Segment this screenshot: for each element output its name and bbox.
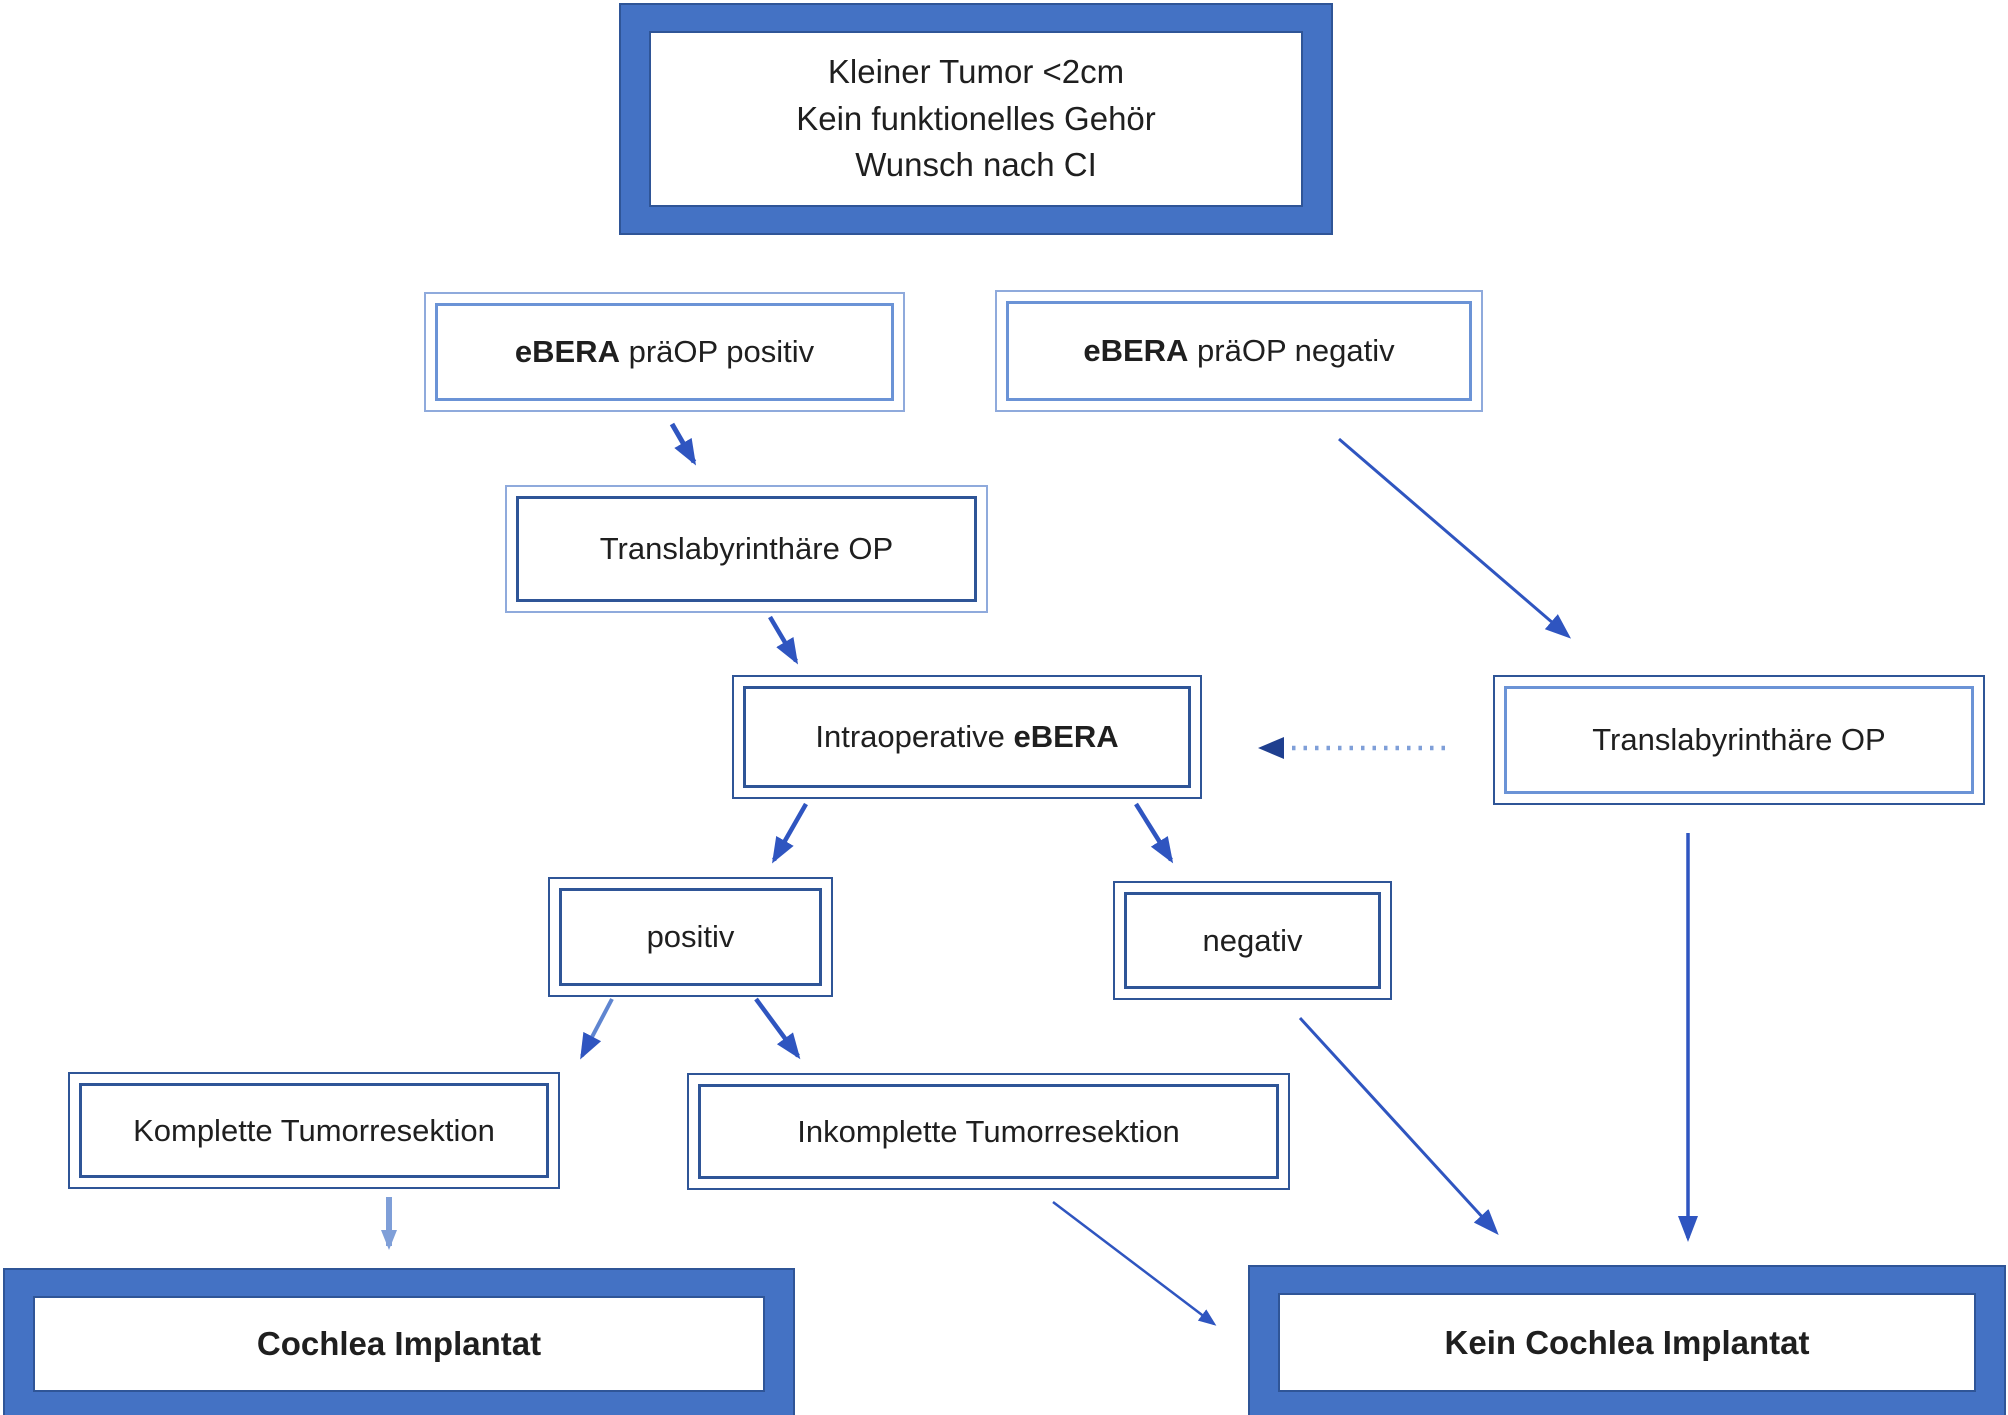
node-inkomplette-tumorresektion: Inkomplette Tumorresektion xyxy=(687,1073,1290,1190)
node-cochlea-implantat: Cochlea Implantat xyxy=(3,1268,795,1415)
node-komplette-tumorresektion: Komplette Tumorresektion xyxy=(68,1072,560,1189)
node-label: Inkomplette Tumorresektion xyxy=(797,1113,1180,1149)
arrow-positiv-to-inkomplette xyxy=(754,997,801,1060)
arrow-negativ-to-kein-cochlea xyxy=(1298,1016,1499,1235)
node-kein-cochlea-implantat: Kein Cochlea Implantat xyxy=(1248,1265,2006,1415)
arrow-inkomplette-to-kein-cochlea xyxy=(1052,1201,1217,1326)
node-start-condition: Kleiner Tumor <2cm Kein funktionelles Ge… xyxy=(619,3,1333,235)
node-label: positiv xyxy=(646,919,735,954)
arrow-intraop-ebera-to-negativ xyxy=(1134,802,1174,864)
node-label: präOP negativ xyxy=(1188,333,1395,368)
start-line-1: Kleiner Tumor <2cm xyxy=(827,52,1125,90)
node-positiv: positiv xyxy=(548,877,833,997)
arrow-intraop-ebera-to-positiv xyxy=(772,802,808,864)
node-label: Cochlea Implantat xyxy=(256,1325,542,1362)
node-label: Intraoperative xyxy=(815,719,1014,754)
node-ebera-praop-positiv: eBERA präOP positiv xyxy=(424,292,905,412)
node-label: Translabyrinthäre OP xyxy=(599,531,894,566)
node-label-bold: eBERA xyxy=(1083,333,1189,368)
node-ebera-praop-negativ: eBERA präOP negativ xyxy=(995,290,1483,412)
node-label: Komplette Tumorresektion xyxy=(133,1112,495,1148)
node-label-bold: eBERA xyxy=(514,334,620,369)
arrow-ebera-negativ-to-translab-right xyxy=(1338,437,1572,639)
node-label: Translabyrinthäre OP xyxy=(1592,722,1886,757)
start-line-2: Kein funktionelles Gehör xyxy=(796,99,1156,137)
node-label: Kein Cochlea Implantat xyxy=(1444,1323,1810,1361)
arrow-translab-left-to-intraop-ebera xyxy=(768,615,799,665)
node-label: präOP positiv xyxy=(619,334,815,369)
node-translab-op-right: Translabyrinthäre OP xyxy=(1493,675,1985,805)
node-label-bold: eBERA xyxy=(1013,719,1119,754)
node-intraoperative-ebera: Intraoperative eBERA xyxy=(732,675,1202,799)
node-label: negativ xyxy=(1202,922,1303,958)
start-line-3: Wunsch nach CI xyxy=(855,146,1097,184)
arrow-positiv-to-komplette xyxy=(580,998,614,1060)
node-negativ: negativ xyxy=(1113,881,1392,1000)
arrow-ebera-positiv-to-translab-left xyxy=(669,422,697,466)
node-translab-op-left: Translabyrinthäre OP xyxy=(505,485,988,613)
